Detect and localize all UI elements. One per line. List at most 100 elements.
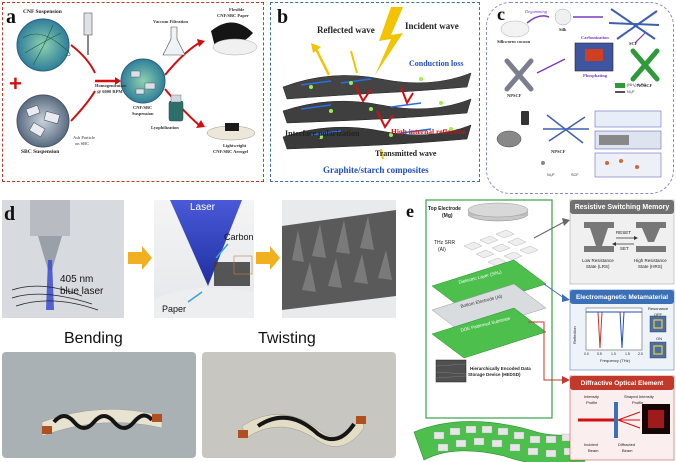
panel-a-diagram: + xyxy=(9,12,258,148)
lyophilization-label: Lyophilization xyxy=(151,125,179,130)
hedsd-label-2: Storage Device (HEDSD) xyxy=(468,372,521,377)
sem-inset xyxy=(435,359,467,383)
npscf-network xyxy=(543,114,589,144)
panel-d-label: d xyxy=(4,203,16,225)
top-electrode-label: Top Electrode xyxy=(428,206,461,212)
carbon-label: Carbon xyxy=(224,232,254,242)
scf-fibers xyxy=(608,8,660,40)
panel-b: b Reflected wave Incident wave Conductio… xyxy=(270,2,480,182)
graphite-layer-1 xyxy=(282,72,472,100)
device-frame xyxy=(425,199,553,419)
scf-label: SCF xyxy=(629,41,638,46)
freeze-dryer-icon xyxy=(168,100,184,122)
reflection-curve-blue xyxy=(586,311,642,349)
incident-beam-label-1: Incident xyxy=(584,442,599,447)
twisting-caption: Twisting xyxy=(258,330,316,347)
silk-icon xyxy=(554,8,572,26)
lrs-structure xyxy=(584,222,614,252)
incident-beam-label-2: Beam xyxy=(588,448,599,453)
npscf-label: NPSCF xyxy=(507,93,522,98)
lrs-label-1: Low Resistance xyxy=(582,258,614,263)
lrs-label-2: State (LRS) xyxy=(586,264,610,269)
incident-wave-bolt xyxy=(375,7,403,75)
panel-d-diagram xyxy=(2,200,396,458)
vacuum-filtration-label: Vaccum Filtration xyxy=(153,19,188,24)
plus-icon: + xyxy=(9,71,22,96)
nip-legend-label: Ni₂P xyxy=(627,90,635,94)
twisting-photo xyxy=(202,352,396,458)
silk-label: Silk xyxy=(559,27,567,32)
tick-0-0: 0.0 xyxy=(584,352,589,356)
phosphating-label: Phosphating xyxy=(583,73,608,78)
incident-wave-label: Incident wave xyxy=(405,21,459,31)
nip-bottom-label: Ni₂P xyxy=(547,173,555,177)
panel-c-diagram xyxy=(496,8,662,178)
panel-b-diagram xyxy=(282,7,472,160)
cnf-sbc-label: CNF/SBC xyxy=(133,105,153,110)
doe-substrate-layer xyxy=(431,307,547,359)
process-arrow-1 xyxy=(128,246,152,270)
panel-e-label: e xyxy=(406,201,414,221)
silkworm-cocoon xyxy=(500,20,530,38)
composites-label: Graphite/starch composites xyxy=(323,165,429,175)
al-label: (Al) xyxy=(438,247,446,253)
npscf-sample xyxy=(496,130,522,148)
on-label: ON xyxy=(656,336,662,341)
suspension-label: Suspension xyxy=(132,111,154,116)
hrs-structure xyxy=(636,222,666,252)
carbonization-label: Carbonization xyxy=(581,35,609,40)
noscf-structure xyxy=(630,48,660,82)
panel-c: c Degumming Silk Silkworm cocoon SCF Car… xyxy=(486,2,674,194)
blue-laser-label: blue laser xyxy=(60,286,104,297)
doe-header: Diffractive Optical Element xyxy=(570,376,674,390)
conduction-loss-label: Conduction loss xyxy=(409,59,464,68)
reflection-plot xyxy=(585,307,643,351)
resonance-label: Resonance xyxy=(648,306,669,311)
homogenization-label: Homogenization xyxy=(95,83,127,88)
transmitted-wave-label: Transmitted wave xyxy=(375,149,437,158)
cnf-suspension-circle xyxy=(16,18,70,72)
set-label: SET xyxy=(620,246,629,251)
diffracted-beam-label-1: Diffracted xyxy=(618,442,636,447)
bending-caption: Bending xyxy=(64,330,123,347)
on-resonator xyxy=(649,341,667,359)
branch-arrow-up xyxy=(164,42,200,76)
rpm-label: @ 6000 RPM xyxy=(97,89,123,94)
laser-nm-label: 405 nm xyxy=(60,274,94,285)
laser-cone xyxy=(170,200,242,286)
hrs-label-1: High Resistance xyxy=(634,258,667,263)
reset-label: RESET xyxy=(616,230,632,235)
hrs-label-2: State (HRS) xyxy=(638,264,663,269)
dielectric-layer xyxy=(431,259,547,311)
rsm-box xyxy=(569,199,675,285)
shaped-label-2: Profile xyxy=(632,400,644,405)
panel-e-diagram xyxy=(413,199,675,462)
doe-element xyxy=(614,402,618,438)
phone-icon xyxy=(521,111,529,125)
rsm-header: Resistive Switching Memory xyxy=(570,200,674,214)
top-electrode-disk xyxy=(467,202,529,218)
bottom-electrode-layer xyxy=(431,283,547,335)
merge-arrow xyxy=(70,44,96,74)
graphite-layer-3 xyxy=(282,124,472,150)
em-header: Electromagnetic Metamaterial xyxy=(570,290,674,304)
mechanism-inset-3 xyxy=(594,152,662,178)
panel-a-label: a xyxy=(6,6,16,28)
shaped-label-1: Shaped Intensity xyxy=(624,394,654,399)
on-sbc-label: on SBC xyxy=(75,141,90,146)
tick-1-0: 1.0 xyxy=(611,352,616,356)
panel-e: e Top Electrode (Mg) THz SRR (Al) Dielec… xyxy=(404,198,676,462)
profile-label: Profile xyxy=(586,400,598,405)
tick-0-5: 0.5 xyxy=(597,352,602,356)
nh4-legend-label: (NH₄)H₂PO₄ xyxy=(627,83,648,87)
srr-array xyxy=(463,229,539,267)
homogenizer-icon xyxy=(83,12,93,36)
tick-2-0: 2.0 xyxy=(638,352,643,356)
noscf-label: NOSCF xyxy=(637,83,653,88)
silkworm-label: Silkworm cocoon xyxy=(497,39,531,44)
laser-label: Laser xyxy=(190,202,216,213)
paper-label: Paper xyxy=(162,304,187,314)
interface-polarization-label: Interface polarization xyxy=(285,129,360,138)
bending-photo xyxy=(2,352,196,458)
tick-1-5: 1.5 xyxy=(625,352,630,356)
